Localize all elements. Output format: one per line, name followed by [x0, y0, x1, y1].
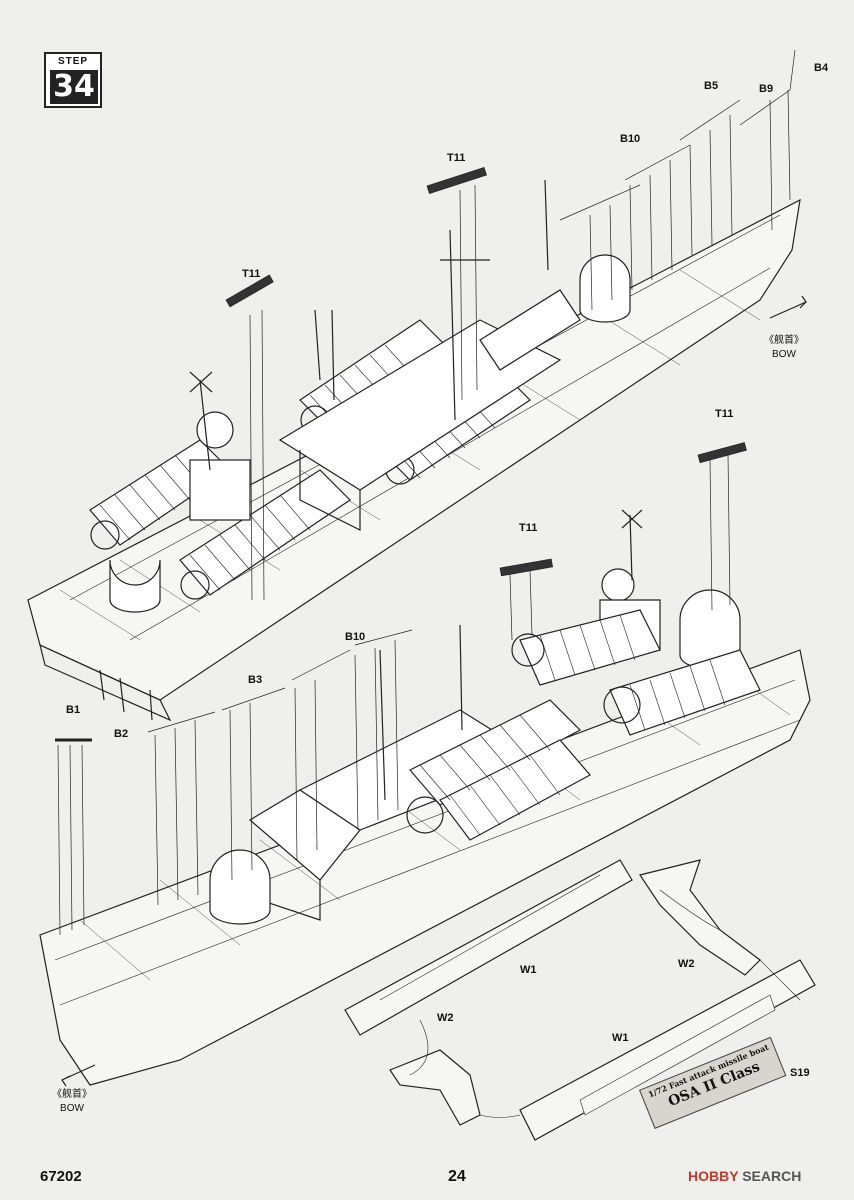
watermark-logo: HOBBY SEARCH	[688, 1168, 801, 1184]
bottom-rail-parts	[55, 442, 747, 936]
part-label-b2: B2	[114, 728, 129, 740]
part-label-t11-c: T11	[715, 408, 734, 420]
part-label-b9: B9	[759, 83, 774, 95]
bow-arrow-top	[769, 295, 807, 319]
bow-label-top: 《舰首》 BOW	[754, 334, 814, 362]
part-label-b10-top: B10	[620, 133, 641, 145]
page-number: 24	[448, 1168, 466, 1185]
bow-arrow-bottom	[61, 1064, 96, 1087]
watermark-rest: SEARCH	[742, 1168, 802, 1184]
top-superstructure	[109, 179, 631, 613]
part-label-b10-bottom: B10	[345, 631, 366, 643]
part-label-b1: B1	[66, 704, 81, 716]
bottom-missile-launchers	[406, 609, 761, 841]
part-label-t11-a: T11	[447, 152, 466, 164]
part-label-t11-b: T11	[242, 268, 261, 280]
stand-w1-upper	[344, 859, 633, 1036]
product-code: 67202	[40, 1168, 82, 1185]
assembly-lines	[409, 889, 801, 1118]
step-number: 34	[50, 70, 98, 104]
bow-bottom-chinese: 《舰首》	[52, 1089, 92, 1100]
part-label-w2-a: W2	[678, 958, 695, 970]
stand-w1-lower	[519, 959, 816, 1141]
bow-top-english: BOW	[772, 349, 796, 360]
part-label-b4: B4	[814, 62, 829, 74]
stand-w2-right	[639, 859, 761, 976]
watermark-brand: HOBBY	[688, 1168, 739, 1184]
part-label-b5: B5	[704, 80, 719, 92]
bottom-ship-hull	[39, 649, 811, 1086]
part-label-s19: S19	[790, 1067, 810, 1079]
stand-w2-left	[389, 1049, 481, 1126]
part-label-w1-a: W1	[520, 964, 537, 976]
bow-bottom-english: BOW	[60, 1103, 84, 1114]
bow-top-chinese: 《舰首》	[764, 335, 804, 346]
part-label-b3: B3	[248, 674, 263, 686]
step-badge: STEP 34	[44, 52, 102, 108]
part-label-w2-b: W2	[437, 1012, 454, 1024]
part-label-t11-d: T11	[519, 522, 538, 534]
bow-label-bottom: 《舰首》 BOW	[40, 1088, 104, 1116]
part-label-w1-b: W1	[612, 1032, 629, 1044]
step-label: STEP	[57, 56, 89, 67]
top-rail-parts	[225, 49, 796, 601]
